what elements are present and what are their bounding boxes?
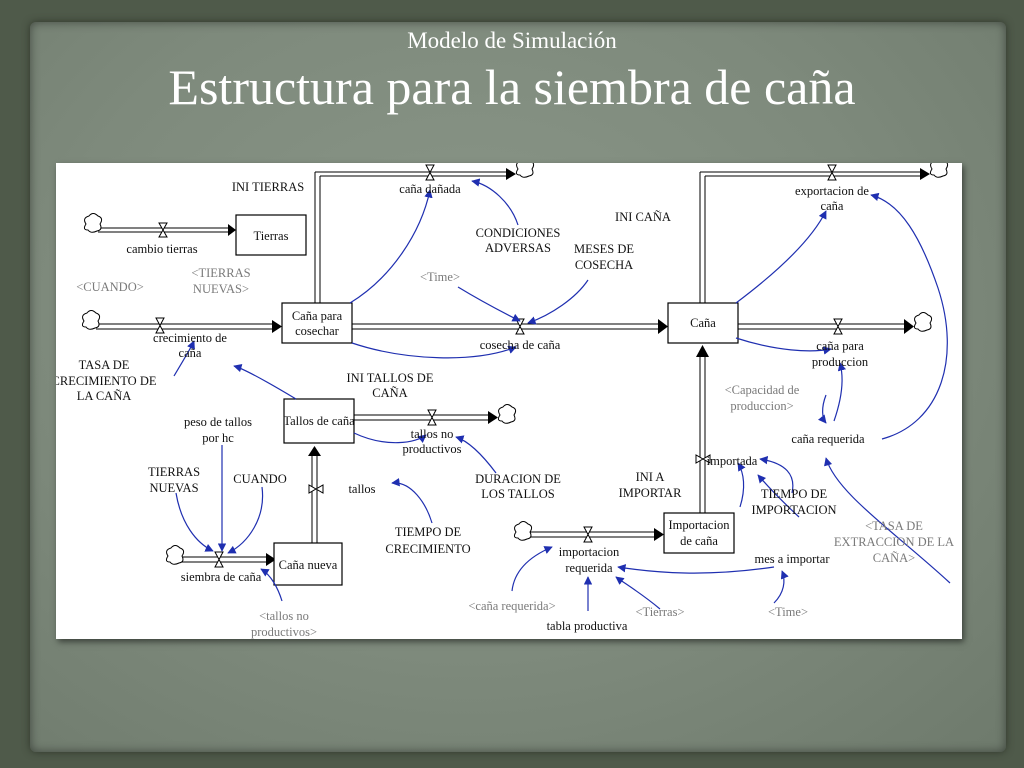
label-ini-tallos-1: INI TALLOS DE (347, 371, 434, 385)
label-time-shadow-2: <Time> (768, 605, 808, 619)
label-tasa-crecimiento-1: TASA DE (79, 358, 130, 372)
causal-links (173, 178, 951, 611)
stock-cana-para-cosechar[interactable] (281, 302, 353, 344)
flow-cana-danada (314, 168, 516, 303)
stock-importacion-de-cana[interactable] (663, 512, 735, 554)
cloud-icon (81, 163, 949, 565)
label-siembra-cana: siembra de caña (181, 570, 262, 584)
label-tallos-no-prod-1: tallos no (411, 427, 454, 441)
valve-icon (155, 164, 843, 568)
label-cana-produccion-1: caña para (816, 339, 864, 353)
flow-importada (696, 345, 709, 513)
stock-importacion-label-2: de caña (680, 534, 718, 548)
label-cana-produccion-2: produccion (812, 355, 869, 369)
label-tallos-no-prod-shadow-1: <tallos no (259, 609, 309, 623)
label-tasa-extraccion-2: EXTRACCION DE LA (834, 535, 954, 549)
stock-flow-diagram: Tierras Caña para cosechar Caña Tallos d… (56, 163, 962, 639)
stock-cana-label: Caña (690, 316, 716, 330)
label-tierras-nuevas-shadow-2: NUEVAS> (193, 282, 249, 296)
label-time-shadow: <Time> (420, 270, 460, 284)
slide-title: Estructura para la siembra de caña (168, 59, 856, 115)
label-crecimiento-1: crecimiento de (153, 331, 227, 345)
label-meses-1: MESES DE (574, 242, 634, 256)
diagram-svg: Tierras Caña para cosechar Caña Tallos d… (56, 163, 954, 639)
stock-cana[interactable] (667, 302, 739, 344)
label-tasa-crecimiento-2: CRECIMIENTO DE (56, 374, 157, 388)
label-ini-cana: INI CAÑA (615, 210, 671, 224)
label-tiempo-crecimiento-2: CRECIMIENTO (385, 542, 470, 556)
stock-cana-nueva-label: Caña nueva (279, 558, 338, 572)
label-cosecha-cana: cosecha de caña (480, 338, 561, 352)
label-duracion-1: DURACION DE (475, 472, 561, 486)
label-tierras-nuevas-1: TIERRAS (148, 465, 200, 479)
label-crecimiento-2: caña (179, 346, 202, 360)
label-cambio-tierras: cambio tierras (126, 242, 197, 256)
flow-tallos (308, 446, 321, 543)
slide-header: Modelo de Simulación Estructura para la … (0, 26, 1024, 118)
flow-exportacion-cana (699, 168, 930, 303)
label-importacion-req-1: importacion (559, 545, 620, 559)
slide-subtitle: Modelo de Simulación (407, 28, 617, 53)
stock-tallos-label: Tallos de caña (283, 414, 355, 428)
label-tasa-crecimiento-3: LA CAÑA (77, 389, 132, 403)
flow-siembra-cana (180, 553, 276, 566)
label-tierras-shadow: <Tierras> (635, 605, 684, 619)
label-meses-2: COSECHA (575, 258, 633, 272)
label-cuando-shadow: <CUANDO> (76, 280, 144, 294)
label-cuando: CUANDO (233, 472, 286, 486)
label-ini-importar-2: IMPORTAR (619, 486, 683, 500)
label-ini-importar-1: INI A (636, 470, 665, 484)
label-tallos: tallos (348, 482, 375, 496)
label-condiciones-1: CONDICIONES (476, 226, 561, 240)
label-peso-tallos-2: por hc (202, 431, 234, 445)
label-capacidad-2: produccion> (730, 399, 793, 413)
flow-cana-produccion (738, 319, 914, 334)
label-exportacion-2: caña (821, 199, 844, 213)
label-cana-danada: caña dañada (399, 182, 461, 196)
label-ini-tierras: INI TIERRAS (232, 180, 304, 194)
flow-crecimiento-cana (96, 320, 282, 333)
label-tiempo-crecimiento-1: TIEMPO DE (395, 525, 462, 539)
stock-cana-cosechar-label-2: cosechar (295, 324, 340, 338)
label-ini-tallos-2: CAÑA (372, 386, 407, 400)
label-tiempo-importacion-1: TIEMPO DE (761, 487, 828, 501)
flow-tallos-no-productivos (354, 411, 498, 424)
label-mes-importar: mes a importar (755, 552, 831, 566)
label-capacidad-1: <Capacidad de (725, 383, 800, 397)
stock-cana-cosechar-label-1: Caña para (292, 309, 343, 323)
label-importada: importada (707, 454, 758, 468)
label-tierras-nuevas-2: NUEVAS (149, 481, 198, 495)
stock-tierras[interactable] (235, 214, 307, 256)
label-importacion-req-2: requerida (565, 561, 613, 575)
label-cana-requerida-shadow: <caña requerida> (468, 599, 555, 613)
label-tasa-extraccion-3: CAÑA> (873, 551, 915, 565)
label-tasa-extraccion-1: <TASA DE (865, 519, 923, 533)
label-exportacion-1: exportacion de (795, 184, 869, 198)
flow-cosecha-cana (352, 319, 668, 334)
label-tallos-no-prod-2: productivos (402, 442, 461, 456)
label-tabla-productiva: tabla productiva (547, 619, 628, 633)
label-cana-requerida: caña requerida (791, 432, 865, 446)
label-duracion-2: LOS TALLOS (481, 487, 554, 501)
label-peso-tallos-1: peso de tallos (184, 415, 252, 429)
label-condiciones-2: ADVERSAS (485, 241, 551, 255)
flow-cambio-tierras (98, 224, 236, 236)
flow-importacion-requerida (528, 528, 664, 541)
label-tierras-nuevas-shadow-1: <TIERRAS (191, 266, 250, 280)
stock-importacion-label-1: Importacion (668, 518, 730, 532)
label-tallos-no-prod-shadow-2: productivos> (251, 625, 317, 639)
label-tiempo-importacion-2: IMPORTACION (751, 503, 836, 517)
stock-tallos-de-cana[interactable] (283, 398, 355, 444)
stock-tierras-label: Tierras (254, 229, 289, 243)
stock-cana-nueva[interactable] (273, 542, 343, 586)
